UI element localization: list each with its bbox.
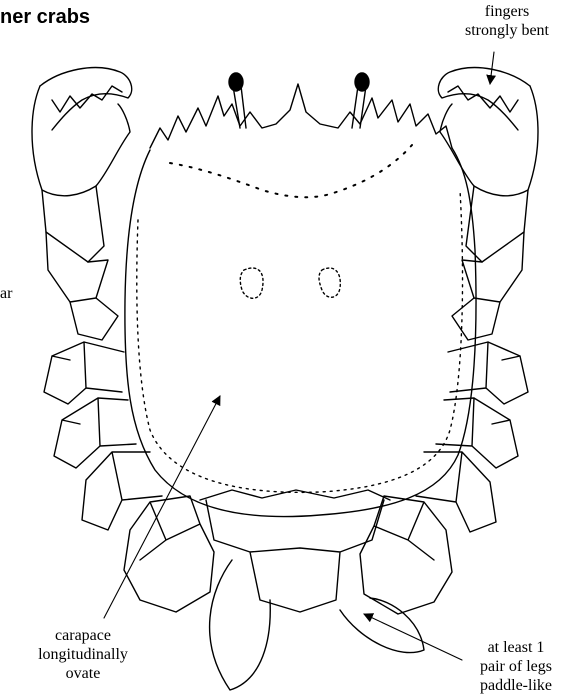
right-eye bbox=[355, 73, 369, 91]
left-cheliped-merus bbox=[46, 232, 108, 302]
fingers-arrow bbox=[490, 52, 494, 84]
carapace-front-margin bbox=[150, 84, 452, 148]
left-claw-fingers bbox=[40, 68, 132, 130]
lower-right-paddle bbox=[340, 598, 424, 653]
left-cheliped-carpus bbox=[42, 186, 104, 262]
left-gastric-oval bbox=[240, 268, 263, 298]
right-claw-fingers bbox=[438, 68, 530, 130]
left-eye-stalk bbox=[233, 86, 246, 128]
left-leg-2 bbox=[54, 398, 136, 468]
left-cheliped-base bbox=[70, 298, 118, 340]
left-leg-3 bbox=[82, 452, 162, 530]
right-claw-palm bbox=[440, 86, 538, 196]
carapace-arrow bbox=[104, 396, 220, 618]
right-leg-3 bbox=[416, 452, 496, 532]
right-eye-stalk bbox=[352, 86, 366, 128]
right-leg-4-paddle bbox=[360, 496, 452, 614]
left-eye bbox=[229, 73, 243, 91]
right-gastric-oval bbox=[319, 268, 340, 297]
right-leg-1 bbox=[448, 342, 528, 404]
carapace-dotted-arc bbox=[170, 145, 412, 197]
carapace-dotted-margin bbox=[137, 190, 463, 492]
right-leg-2 bbox=[436, 398, 518, 468]
left-claw-palm bbox=[32, 86, 130, 196]
left-leg-1 bbox=[44, 342, 124, 404]
lower-left-paddle bbox=[210, 560, 271, 690]
carapace-outline bbox=[125, 148, 476, 517]
right-cheliped-merus bbox=[462, 232, 524, 302]
